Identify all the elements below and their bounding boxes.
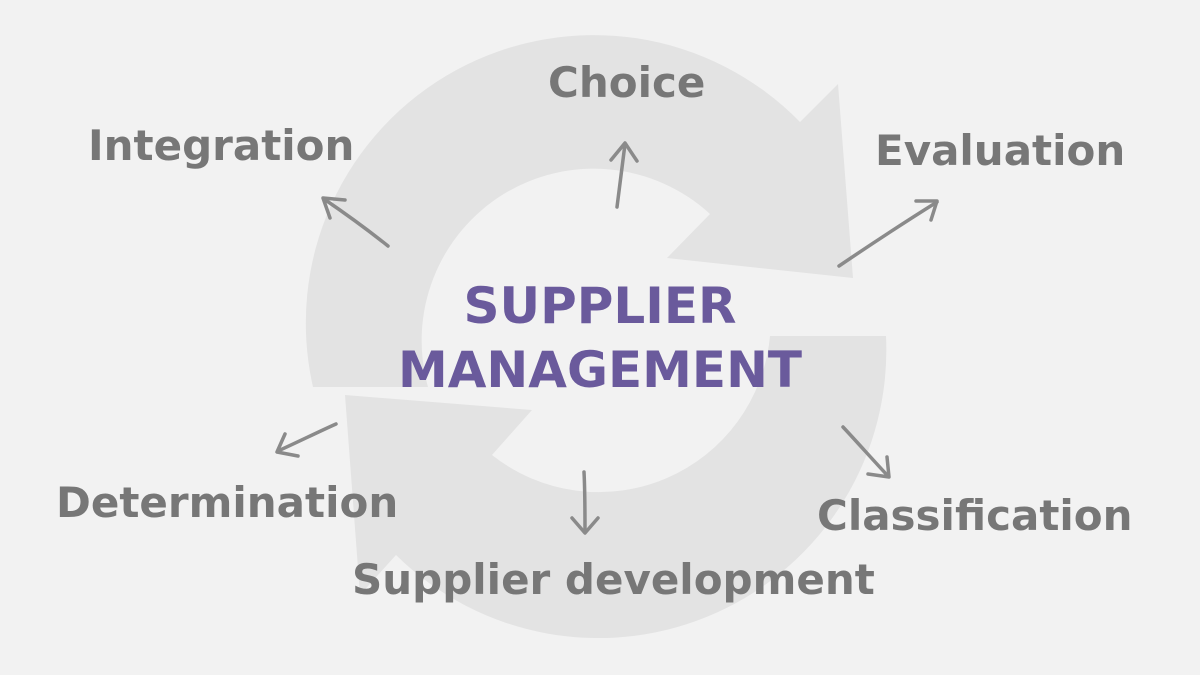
- step-label-determination: Determination: [56, 478, 399, 527]
- cycle-arrows-icon: [305, 35, 887, 639]
- step-label-supplier-development: Supplier development: [352, 555, 875, 604]
- arrow-to-evaluation: [837, 199, 939, 268]
- center-title-line2: MANAGEMENT: [397, 341, 803, 399]
- step-label-classification: Classification: [817, 491, 1133, 540]
- arrow-to-integration: [321, 196, 390, 248]
- center-title-line1: SUPPLIER: [463, 277, 737, 335]
- step-label-evaluation: Evaluation: [875, 126, 1126, 175]
- step-label-integration: Integration: [88, 121, 355, 170]
- arrow-to-determination: [275, 422, 338, 458]
- arrow-to-choice: [609, 141, 639, 209]
- step-label-choice: Choice: [548, 58, 706, 107]
- cycle-upper-arrow: [305, 35, 853, 387]
- cycle-lower-arrow: [345, 336, 887, 639]
- arrow-to-classification: [841, 425, 891, 479]
- arrow-to-supplier-development: [570, 470, 600, 535]
